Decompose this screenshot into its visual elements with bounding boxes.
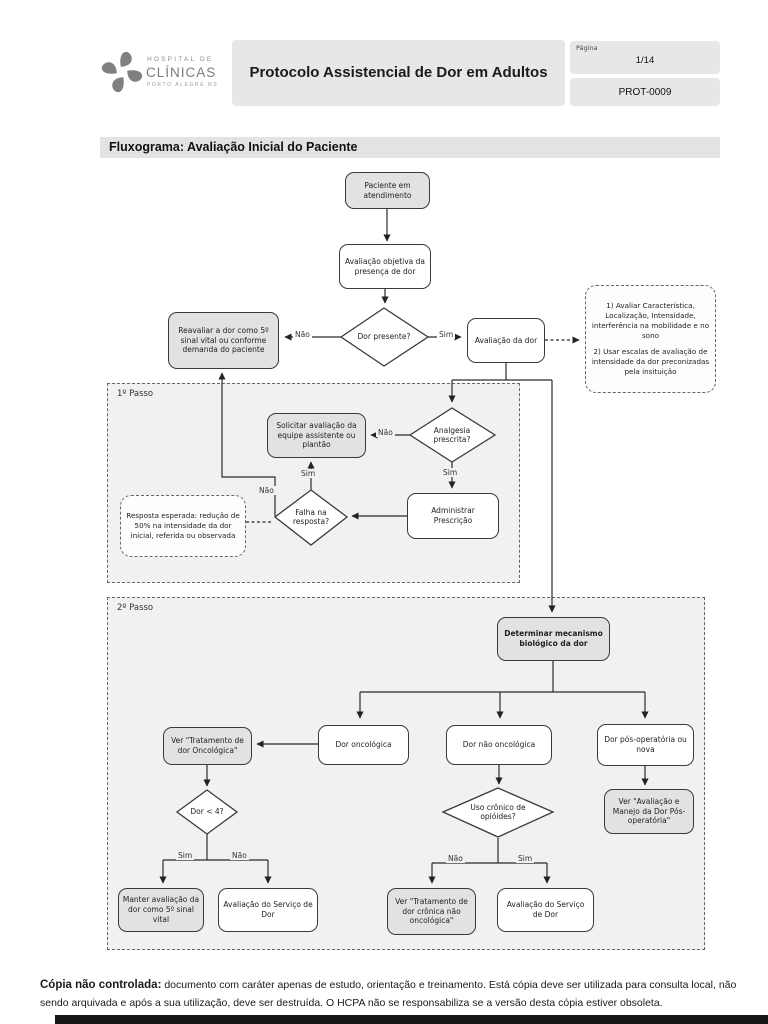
edge-label-nao-uso: Não <box>446 854 465 863</box>
document-title: Protocolo Assistencial de Dor em Adultos <box>232 40 565 106</box>
logo-text-clinicas: CLÍNICAS <box>146 65 217 80</box>
footer-disclaimer-text: documento com caráter apenas de estudo, … <box>40 979 737 1009</box>
edge-label-nao-dor4: Não <box>230 851 249 860</box>
node-avaliacao-dor: Avaliação da dor <box>467 318 545 363</box>
node-paciente: Paciente em atendimento <box>345 172 430 209</box>
edge-label-nao-falha: Não <box>257 486 276 495</box>
logo-text-hospital: HOSPITAL DE <box>147 56 214 63</box>
node-ver-manejo-pos: Ver "Avaliação e Manejo da Dor Pós-opera… <box>604 789 694 834</box>
footer-disclaimer-title: Cópia não controlada: <box>40 979 162 991</box>
decision-dor-menor-4: Dor < 4? <box>190 807 224 816</box>
edge-label-sim-analgesia: Sim <box>441 468 460 477</box>
node-dor-oncologica: Dor oncológica <box>318 725 409 765</box>
edge-label-sim-dor-presente: Sim <box>437 330 456 339</box>
edge-label-nao-analgesia: Não <box>376 428 395 437</box>
document-code: PROT-0009 <box>570 78 720 106</box>
note-resposta-text: Resposta esperada: redução de 50% na int… <box>126 511 240 540</box>
node-determinar: Determinar mecanismo biológico da dor <box>497 617 610 661</box>
flowchart-title: Fluxograma: Avaliação Inicial do Pacient… <box>100 137 720 158</box>
node-solicitar: Solicitar avaliação da equipe assistente… <box>267 413 366 458</box>
section-passo1-label: 1º Passo <box>117 389 154 399</box>
edge-label-sim-falha: Sim <box>299 469 318 478</box>
node-avaliacao-servico-2: Avaliação do Serviço de Dor <box>497 888 594 932</box>
node-avaliacao-servico-1: Avaliação do Serviço de Dor <box>218 888 318 932</box>
note-resposta: Resposta esperada: redução de 50% na int… <box>120 495 246 557</box>
node-ver-tratamento-cronica: Ver "Tratamento de dor crônica não oncol… <box>387 888 476 935</box>
footer-disclaimer: Cópia não controlada: documento com cará… <box>40 977 737 1011</box>
node-avaliacao-objetiva: Avaliação objetiva da presença de dor <box>339 244 431 289</box>
node-administrar: Administrar Prescrição <box>407 493 499 539</box>
decision-analgesia: Analgesia prescrita? <box>433 426 471 445</box>
edge-label-sim-uso: Sim <box>516 854 535 863</box>
decision-falha: Falha na resposta? <box>292 508 330 527</box>
page-bottom-separator <box>55 1015 768 1024</box>
edge-label-nao-dor-presente: Não <box>293 330 312 339</box>
page-label: Página <box>576 44 598 52</box>
node-reavaliar: Reavaliar a dor como 5º sinal vital ou c… <box>168 312 279 369</box>
page-number-box: Página 1/14 <box>570 41 720 74</box>
section-passo2-label: 2º Passo <box>117 603 154 613</box>
page-number: 1/14 <box>635 55 655 66</box>
logo-text-city: PORTO ALEGRE RS <box>147 82 219 88</box>
note-avaliacao-item1: 1) Avaliar Característica, Localização, … <box>591 301 710 340</box>
decision-uso-cronico: Uso crônico de opióides? <box>470 803 526 822</box>
note-avaliacao: 1) Avaliar Característica, Localização, … <box>585 285 716 393</box>
node-dor-pos-operatoria: Dor pós-operatória ou nova <box>597 724 694 766</box>
decision-dor-presente: Dor presente? <box>357 332 411 341</box>
node-ver-tratamento-oncologica: Ver "Tratamento de dor Oncológica" <box>163 727 252 765</box>
hcpa-pinwheel-icon <box>101 51 143 93</box>
node-dor-nao-oncologica: Dor não oncológica <box>446 725 552 765</box>
edge-label-sim-dor4: Sim <box>176 851 195 860</box>
hcpa-logo: HOSPITAL DE CLÍNICAS PORTO ALEGRE RS <box>100 45 225 103</box>
node-manter-avaliacao: Manter avaliação da dor como 5º sinal vi… <box>118 888 204 932</box>
note-avaliacao-item2: 2) Usar escalas de avaliação de intensid… <box>591 347 710 376</box>
